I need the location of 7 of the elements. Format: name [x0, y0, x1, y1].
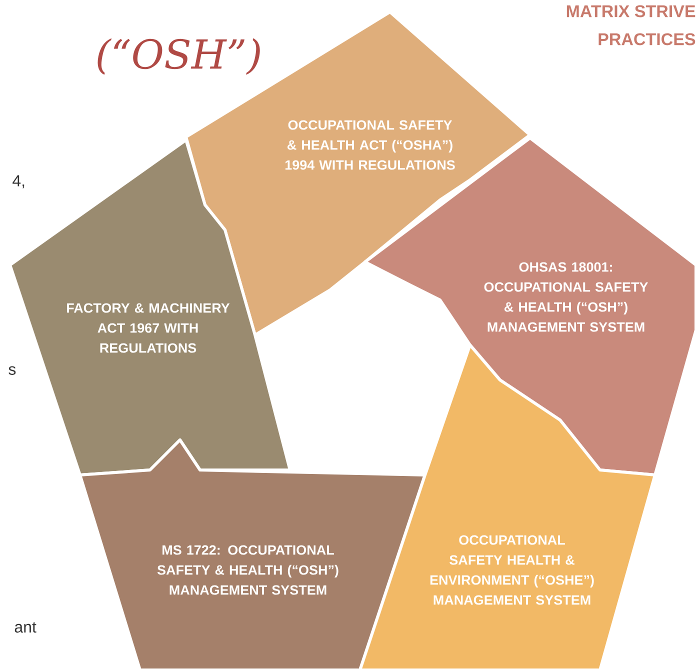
- puzzle-piece: OCCUPATIONAL SAFETY HEALTH & ENVIRONMENT (“OSHE”) MANAGEMENT SYSTEM: [358, 344, 656, 670]
- body-text: s: [8, 366, 16, 375]
- body-text: ant: [14, 622, 36, 633]
- puzzle-piece: MS 1722: OCCUPATIONAL SAFETY & HEALTH (“OSH”) MANAGEMENT SYSTEM: [78, 438, 426, 670]
- body-text: 4,: [12, 175, 24, 188]
- heading-text: PRACTICES: [598, 33, 696, 46]
- heading-text: MATRIX STRIVE: [566, 5, 696, 18]
